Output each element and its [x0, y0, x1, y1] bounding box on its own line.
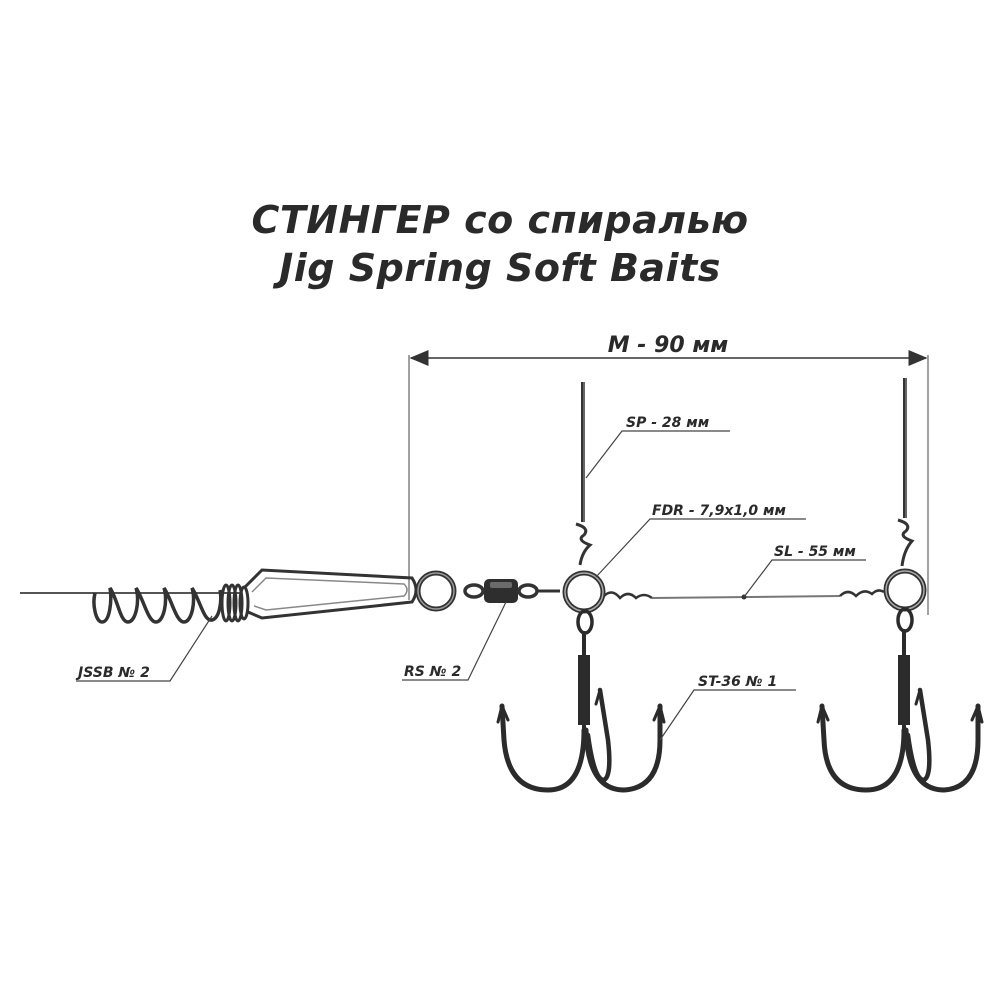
label-fdr-text: FDR - 7,9x1,0 мм [652, 503, 786, 519]
dimension-label: M - 90 мм [608, 333, 729, 358]
hook-1-eye [576, 609, 594, 635]
label-rs-text: RS № 2 [404, 664, 461, 680]
split-ring-right [883, 568, 927, 612]
label-st-text: ST-36 № 1 [698, 674, 777, 690]
cable-crimp-right [839, 589, 885, 598]
rolling-swivel [463, 579, 560, 603]
title-line-1: СТИНГЕР со спиралью [251, 198, 749, 242]
hook-1-prong-right [583, 703, 663, 793]
cable-crimp-left [603, 591, 653, 600]
spring-dense-coils [220, 583, 250, 623]
fdr-ring [562, 570, 606, 614]
split-ring-left [415, 570, 457, 612]
title-line-2: Jig Spring Soft Baits [279, 246, 721, 290]
swivel-eye-right [517, 583, 539, 599]
label-jssb-text: JSSB № 2 [75, 665, 150, 681]
label-sp-text: SP - 28 мм [626, 415, 709, 431]
hook-2-prong-right [903, 703, 981, 793]
page-title: СТИНГЕР со спиралью Jig Spring Soft Bait… [0, 196, 1000, 292]
spring-coil [92, 587, 223, 624]
label-sl-text: SL - 55 мм [774, 544, 856, 560]
label-sp: SP - 28 мм [585, 415, 730, 479]
dimension-m: M - 90 мм [408, 333, 929, 615]
jig-spring [20, 583, 250, 624]
sl-cable [603, 589, 885, 600]
hook-2-eye [896, 607, 914, 633]
swivel-highlight [490, 582, 512, 588]
hook-1-prong-center [585, 687, 612, 783]
spike-1-knot [575, 522, 593, 566]
treble-hook-2 [816, 607, 984, 793]
treble-hook-1 [496, 609, 666, 793]
hook-2-prong-left [819, 703, 907, 793]
label-jssb: JSSB № 2 [75, 615, 213, 682]
snap-clip [242, 568, 418, 620]
swivel-eye-left [463, 583, 485, 599]
spike-2-knot [897, 518, 915, 567]
hook-2-prong-center [905, 687, 932, 783]
label-st: ST-36 № 1 [659, 674, 796, 741]
label-sl: SL - 55 мм [743, 544, 866, 598]
label-rs: RS № 2 [402, 601, 507, 681]
spike-1 [575, 382, 593, 566]
label-fdr: FDR - 7,9x1,0 мм [595, 503, 806, 578]
hook-1-prong-left [499, 703, 587, 793]
spike-2 [897, 378, 915, 567]
